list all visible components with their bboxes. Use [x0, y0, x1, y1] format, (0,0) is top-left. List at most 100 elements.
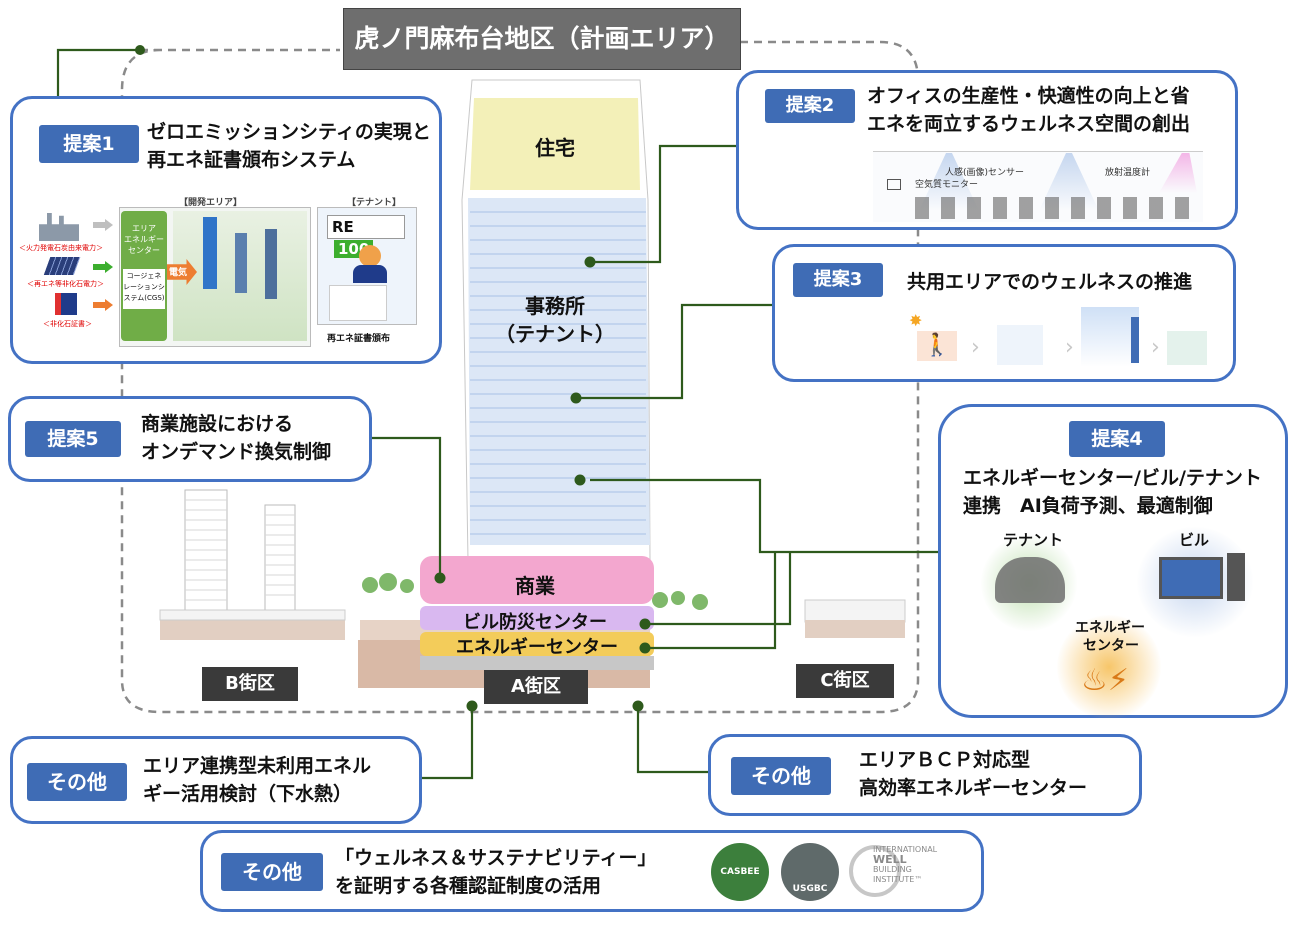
commercial-label: 商業	[515, 574, 555, 598]
area-center-text3: センター	[128, 246, 160, 255]
other2-card: その他 エリアＢＣＰ対応型 高効率エネルギーセンター	[708, 734, 1142, 816]
c-block-buildings	[804, 599, 906, 638]
energy-circle-label2: センター	[1083, 638, 1139, 654]
factory-icon	[39, 213, 79, 241]
office-label-line2: （テナント）	[495, 322, 615, 346]
walking-person-icon	[917, 331, 957, 361]
other3-tag: その他	[221, 853, 323, 891]
re-text: RE	[332, 218, 354, 236]
electricity-label: 電気	[169, 268, 188, 278]
diagram-graphics	[56, 40, 938, 780]
orange-arrow	[93, 299, 113, 311]
desk-worker-icon	[1167, 331, 1207, 365]
flame-bolt-icon: ♨⚡	[1081, 663, 1129, 698]
cgs-text1: コージェネ	[126, 272, 162, 280]
other1-title-line2: ギー活用検討（下水熱）	[143, 783, 353, 805]
other3-card: その他 「ウェルネス＆サステナビリティー」 を証明する各種認証制度の活用 CAS…	[200, 830, 984, 912]
well-text3: BUILDING	[873, 865, 912, 874]
other2-tag: その他	[731, 757, 831, 795]
energy-circle-label1: エネルギー	[1075, 620, 1145, 636]
planning-area-boundary	[120, 40, 920, 714]
other2-title-line2: 高効率エネルギーセンター	[859, 777, 1088, 799]
thermal-label: ＜火力発電石炭由来電力＞	[19, 244, 103, 252]
proposal1-title-line1: ゼロエミッションシティの実現と	[147, 121, 431, 143]
proposal2-title-line2: エネを両立するウェルネス空間の創出	[867, 113, 1191, 135]
other1-tag: その他	[27, 763, 127, 801]
proposal1-card: 提案1 ゼロエミッションシティの実現と 再エネ証書頒布システム 【開発エリア】 …	[10, 96, 442, 364]
air-monitor-icon	[887, 179, 901, 190]
proposal2-title-line1: オフィスの生産性・快適性の向上と省	[867, 85, 1190, 107]
disaster-center-label: ビル防災センター	[463, 612, 607, 633]
other1-title-line1: エリア連携型未利用エネル	[143, 755, 372, 777]
renewable-label: ＜再エネ等非化石電力＞	[27, 280, 104, 288]
proposal4-title-line1: エネルギーセンター/ビル/テナント	[963, 467, 1262, 489]
building-circle-label: ビル	[1179, 531, 1210, 549]
proposal2-card: 提案2 オフィスの生産性・快適性の向上と省 エネを両立するウェルネス空間の創出 …	[736, 70, 1238, 230]
residential-label: 住宅	[535, 136, 575, 160]
usgbc-logo: USGBC	[781, 843, 839, 901]
proposal4-title-line2: 連携 AI負荷予測、最適制御	[963, 495, 1213, 517]
proposal4-tag: 提案4	[1069, 421, 1165, 457]
proposal5-card: 提案5 商業施設における オンデマンド換気制御	[8, 396, 372, 482]
tower	[420, 79, 654, 670]
tenant-label: 【テナント】	[347, 198, 402, 208]
district-a-label: A街区	[484, 670, 588, 704]
proposal2-tag: 提案2	[765, 89, 855, 123]
b-block-buildings	[159, 489, 346, 640]
gray-arrow	[93, 219, 113, 231]
cgs-text2: レーションシ	[123, 283, 165, 291]
proposal3-title: 共用エリアでのウェルネスの推進	[907, 271, 1193, 293]
radiant-thermometer-label: 放射温度計	[1105, 168, 1151, 178]
area-center-text1: エリア	[132, 224, 156, 233]
nonfossil-label: ＜非化石証書＞	[43, 320, 92, 328]
computer-icon	[1159, 557, 1223, 599]
chevron-right-icon-3: ›	[1151, 335, 1160, 360]
solar-panel-icon	[43, 257, 81, 275]
energy-center-label: エネルギーセンター	[456, 637, 618, 658]
well-text4: INSTITUTE™	[873, 875, 923, 884]
proposal3-tag: 提案3	[793, 263, 883, 297]
cgs-text3: ステム(CGS)	[123, 294, 165, 302]
well-logo: INTERNATIONAL WELL BUILDING INSTITUTE™	[873, 845, 937, 885]
entrance-icon	[997, 325, 1043, 365]
other3-title-line2: を証明する各種認証制度の活用	[335, 875, 602, 897]
area-center-text2: エネルギー	[124, 235, 164, 244]
green-arrow	[93, 261, 113, 273]
sensor-label: 人感(画像)センサー	[945, 168, 1025, 178]
tenant-circle-label: テナント	[1003, 531, 1064, 549]
proposal1-tag: 提案1	[39, 125, 139, 163]
chevron-right-icon-1: ›	[971, 335, 980, 360]
connector-lines	[56, 48, 938, 780]
proposal3-card: 提案3 共用エリアでのウェルネスの推進 ✸ 🚶 › › ›	[772, 244, 1236, 382]
district-c-label: C街区	[796, 664, 894, 698]
district-b-label: B街区	[202, 667, 298, 701]
proposal5-title-line1: 商業施設における	[141, 413, 294, 435]
proposal4-card: 提案4 エネルギーセンター/ビル/テナント 連携 AI負荷予測、最適制御 テナン…	[938, 404, 1288, 719]
sun-icon: ✸	[909, 311, 923, 330]
light-spot-icon	[1081, 307, 1139, 367]
other3-title-line1: 「ウェルネス＆サステナビリティー」	[335, 847, 657, 869]
certificate-icon	[55, 293, 77, 315]
document-icon	[329, 285, 387, 321]
casbee-text: CASBEE	[720, 867, 760, 877]
casbee-logo: CASBEE	[711, 843, 769, 901]
area-title-text: 虎ノ門麻布台地区（計画エリア）	[354, 24, 730, 53]
proposal5-title-line2: オンデマンド換気制御	[141, 441, 332, 463]
well-text1: INTERNATIONAL	[873, 845, 938, 854]
office-label-line1: 事務所	[525, 294, 585, 318]
cgs-box: コージェネ レーションシ ステム(CGS)	[123, 269, 165, 309]
dev-area-label: 【開発エリア】	[179, 198, 243, 208]
usgbc-text: USGBC	[792, 884, 828, 894]
proposal5-tag: 提案5	[25, 421, 121, 457]
cert-label: 再エネ証書頒布	[327, 334, 391, 344]
re100-badge: RE 100	[327, 215, 405, 258]
area-title: 虎ノ門麻布台地区（計画エリア）	[343, 8, 741, 70]
other1-card: その他 エリア連携型未利用エネル ギー活用検討（下水熱）	[10, 736, 422, 824]
well-logo-ring	[849, 845, 901, 897]
people-group-icon	[995, 557, 1065, 603]
proposal1-title-line2: 再エネ証書頒布システム	[147, 149, 356, 171]
person-computer-icon	[359, 245, 381, 267]
well-text2: WELL	[873, 853, 907, 866]
chevron-right-icon-2: ›	[1065, 335, 1074, 360]
energy-circle	[1057, 615, 1161, 719]
